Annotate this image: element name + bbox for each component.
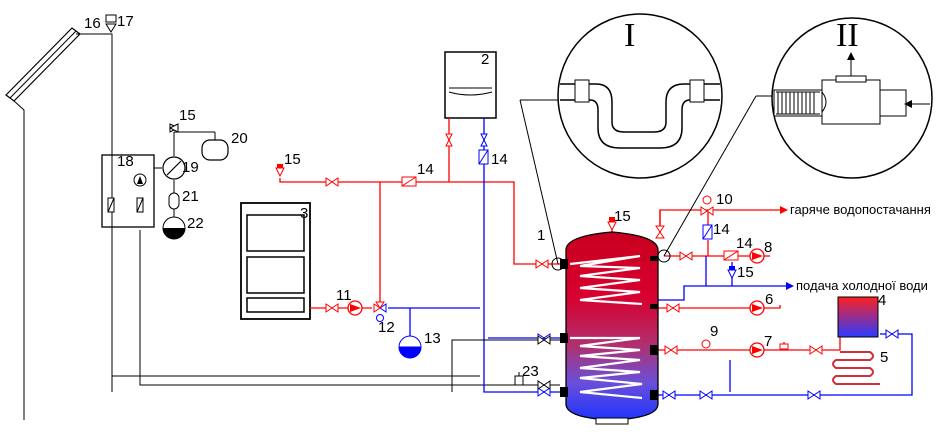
label-2: 2 — [481, 51, 489, 68]
solar-collector-icon — [5, 27, 81, 102]
solid-fuel-boiler-3-icon — [240, 202, 311, 320]
mixing-valve-12-icon — [373, 301, 387, 322]
gas-boiler-2-icon — [444, 51, 497, 119]
check-valve-14-icon — [401, 149, 739, 261]
air-vent-17-icon — [105, 14, 117, 33]
heat-exchanger-coil-bottom — [570, 336, 643, 400]
label-14-a: 14 — [417, 161, 434, 178]
label-3: 3 — [300, 205, 308, 222]
detail-II-marker — [657, 249, 671, 263]
component-7-extra — [779, 343, 789, 350]
label-6: 6 — [765, 291, 773, 308]
valve-black-icon — [537, 335, 551, 390]
expansion-tank-13-icon — [398, 335, 422, 359]
label-13: 13 — [424, 330, 441, 347]
air-vent-15-icon — [275, 164, 737, 280]
label-10: 10 — [716, 191, 733, 208]
label-15-solar: 15 — [179, 107, 196, 124]
detail-II-callout — [663, 17, 933, 257]
aux-piping — [451, 339, 560, 392]
safety-valve-15-top-icon — [168, 123, 180, 133]
detail-I-callout — [519, 13, 723, 265]
hot-supply-text: гаряче водопостачання — [790, 202, 931, 217]
detail-I-marker — [551, 257, 565, 271]
expansion-tank-22-icon — [162, 216, 186, 240]
solar-station-18 — [101, 154, 155, 228]
label-14-c: 14 — [713, 221, 730, 238]
expansion-tank-20-icon — [201, 139, 229, 161]
valve-icon — [325, 133, 823, 355]
label-15-c: 15 — [614, 208, 631, 225]
label-17: 17 — [117, 13, 134, 30]
component-9-icon — [701, 339, 711, 349]
label-21: 21 — [182, 188, 199, 205]
detail-I-label: I — [624, 17, 635, 54]
valve-23-icon — [514, 372, 524, 386]
cold-piping — [388, 118, 913, 396]
component-21-icon — [168, 192, 180, 210]
label-8: 8 — [764, 239, 772, 256]
label-19: 19 — [182, 159, 199, 176]
label-4: 4 — [878, 292, 886, 309]
label-15-d: 15 — [737, 264, 754, 281]
detail-II-label: II — [836, 17, 859, 54]
label-23: 23 — [522, 363, 539, 380]
pump-11-icon — [347, 300, 363, 316]
heat-exchanger-icon — [837, 296, 879, 338]
cold-supply-text: подача холодної води — [796, 278, 928, 293]
pump-7-icon — [749, 342, 765, 358]
label-20: 20 — [231, 130, 248, 147]
label-7: 7 — [764, 333, 772, 350]
floor-heating-5-icon — [832, 351, 880, 385]
label-22: 22 — [187, 215, 204, 232]
label-11: 11 — [336, 287, 352, 304]
pump-6-icon — [749, 300, 765, 316]
label-18: 18 — [117, 153, 134, 170]
label-15-b: 15 — [284, 151, 301, 168]
manometer-19-icon — [162, 156, 186, 180]
label-14-b: 14 — [491, 151, 508, 168]
label-9: 9 — [710, 323, 718, 340]
supply-arrows — [780, 206, 794, 290]
pump-8-icon — [749, 248, 765, 264]
thermostatic-valve-10-icon — [700, 195, 714, 216]
label-16: 16 — [84, 15, 101, 32]
label-14-d: 14 — [736, 235, 753, 252]
label-5: 5 — [880, 349, 888, 366]
label-12: 12 — [378, 319, 395, 336]
heat-exchanger-coil-top — [569, 254, 643, 306]
label-1: 1 — [537, 227, 545, 244]
